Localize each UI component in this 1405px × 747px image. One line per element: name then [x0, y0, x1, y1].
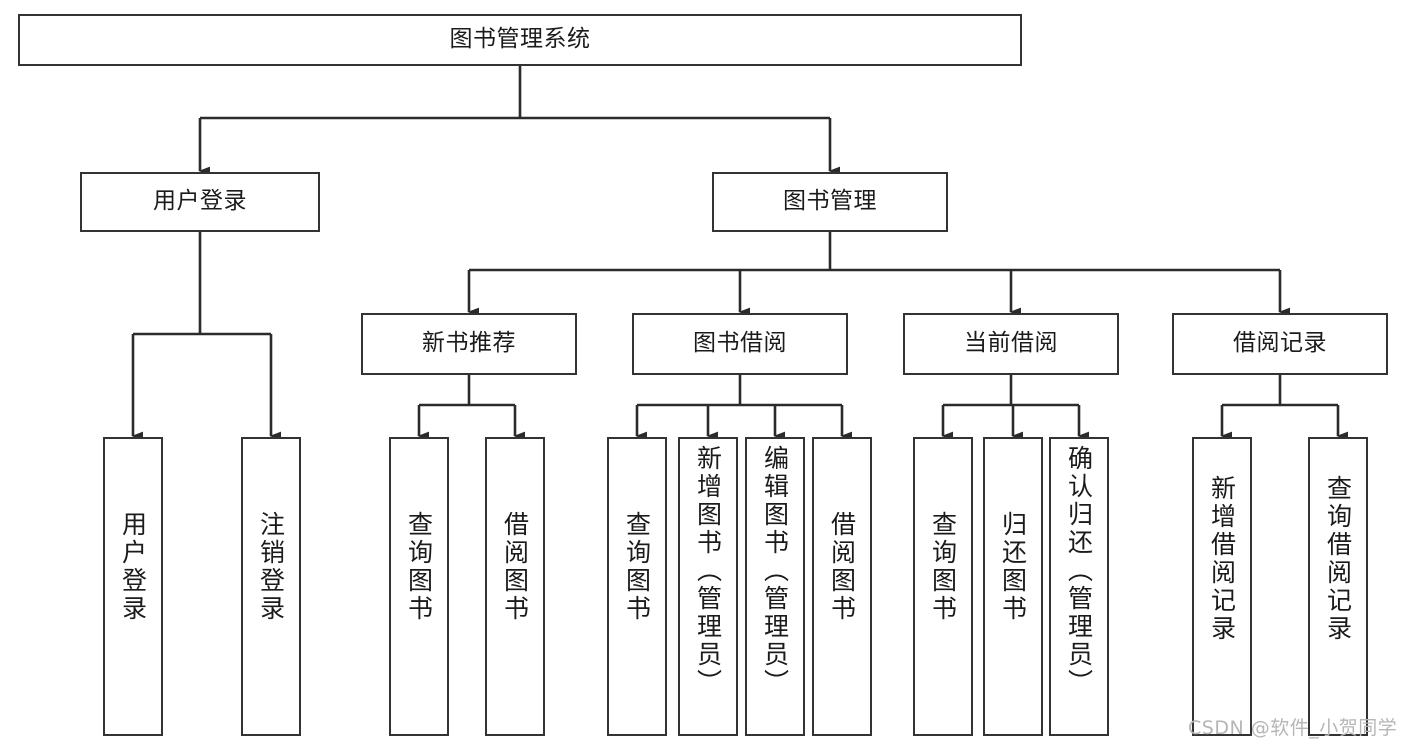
node-label: 图书借阅 — [693, 330, 787, 357]
node-label: 新增图书（管理员） — [693, 445, 723, 697]
edge-group — [131, 66, 1348, 441]
node-label: 新增借阅记录 — [1207, 475, 1237, 643]
node-label: 编辑图书（管理员） — [760, 445, 790, 697]
node-leaf-bor-2[interactable]: 新增图书（管理员） — [678, 437, 738, 736]
node-leaf-rec-1[interactable]: 新增借阅记录 — [1192, 437, 1252, 736]
node-leaf-cur-1[interactable]: 查询图书 — [913, 437, 973, 736]
node-leaf-cur-3[interactable]: 确认归还（管理员） — [1049, 437, 1109, 736]
node-leaf-login-1[interactable]: 用户登录 — [103, 437, 163, 736]
node-label: 查询图书 — [622, 511, 652, 623]
node-leaf-bor-4[interactable]: 借阅图书 — [812, 437, 872, 736]
node-label: 借阅记录 — [1233, 330, 1327, 357]
csdn-watermark: CSDN @软件_小贺同学 — [1188, 717, 1398, 739]
node-leaf-new-2[interactable]: 借阅图书 — [485, 437, 545, 736]
node-login[interactable]: 用户登录 — [80, 172, 320, 232]
node-leaf-new-1[interactable]: 查询图书 — [389, 437, 449, 736]
node-label: 借阅图书 — [500, 511, 530, 623]
node-current[interactable]: 当前借阅 — [903, 313, 1119, 375]
node-label: 新书推荐 — [422, 330, 516, 357]
node-records[interactable]: 借阅记录 — [1172, 313, 1388, 375]
node-leaf-login-2[interactable]: 注销登录 — [241, 437, 301, 736]
node-leaf-bor-1[interactable]: 查询图书 — [607, 437, 667, 736]
node-label: 借阅图书 — [827, 511, 857, 623]
node-leaf-rec-2[interactable]: 查询借阅记录 — [1308, 437, 1368, 736]
node-leaf-bor-3[interactable]: 编辑图书（管理员） — [745, 437, 805, 736]
node-label: 查询图书 — [928, 511, 958, 623]
node-label: 查询借阅记录 — [1323, 475, 1353, 643]
node-label: 用户登录 — [153, 188, 247, 215]
node-label: 图书管理系统 — [449, 26, 591, 53]
node-label: 当前借阅 — [964, 330, 1058, 357]
node-root[interactable]: 图书管理系统 — [18, 14, 1022, 66]
node-borrow[interactable]: 图书借阅 — [632, 313, 848, 375]
node-bookmgmt[interactable]: 图书管理 — [712, 172, 948, 232]
node-label: 用户登录 — [118, 511, 148, 623]
node-label: 确认归还（管理员） — [1064, 445, 1094, 697]
node-label: 图书管理 — [783, 188, 877, 215]
node-label: 查询图书 — [404, 511, 434, 623]
node-label: 注销登录 — [256, 511, 286, 623]
node-newbook[interactable]: 新书推荐 — [361, 313, 577, 375]
node-leaf-cur-2[interactable]: 归还图书 — [983, 437, 1043, 736]
node-label: 归还图书 — [998, 511, 1028, 623]
